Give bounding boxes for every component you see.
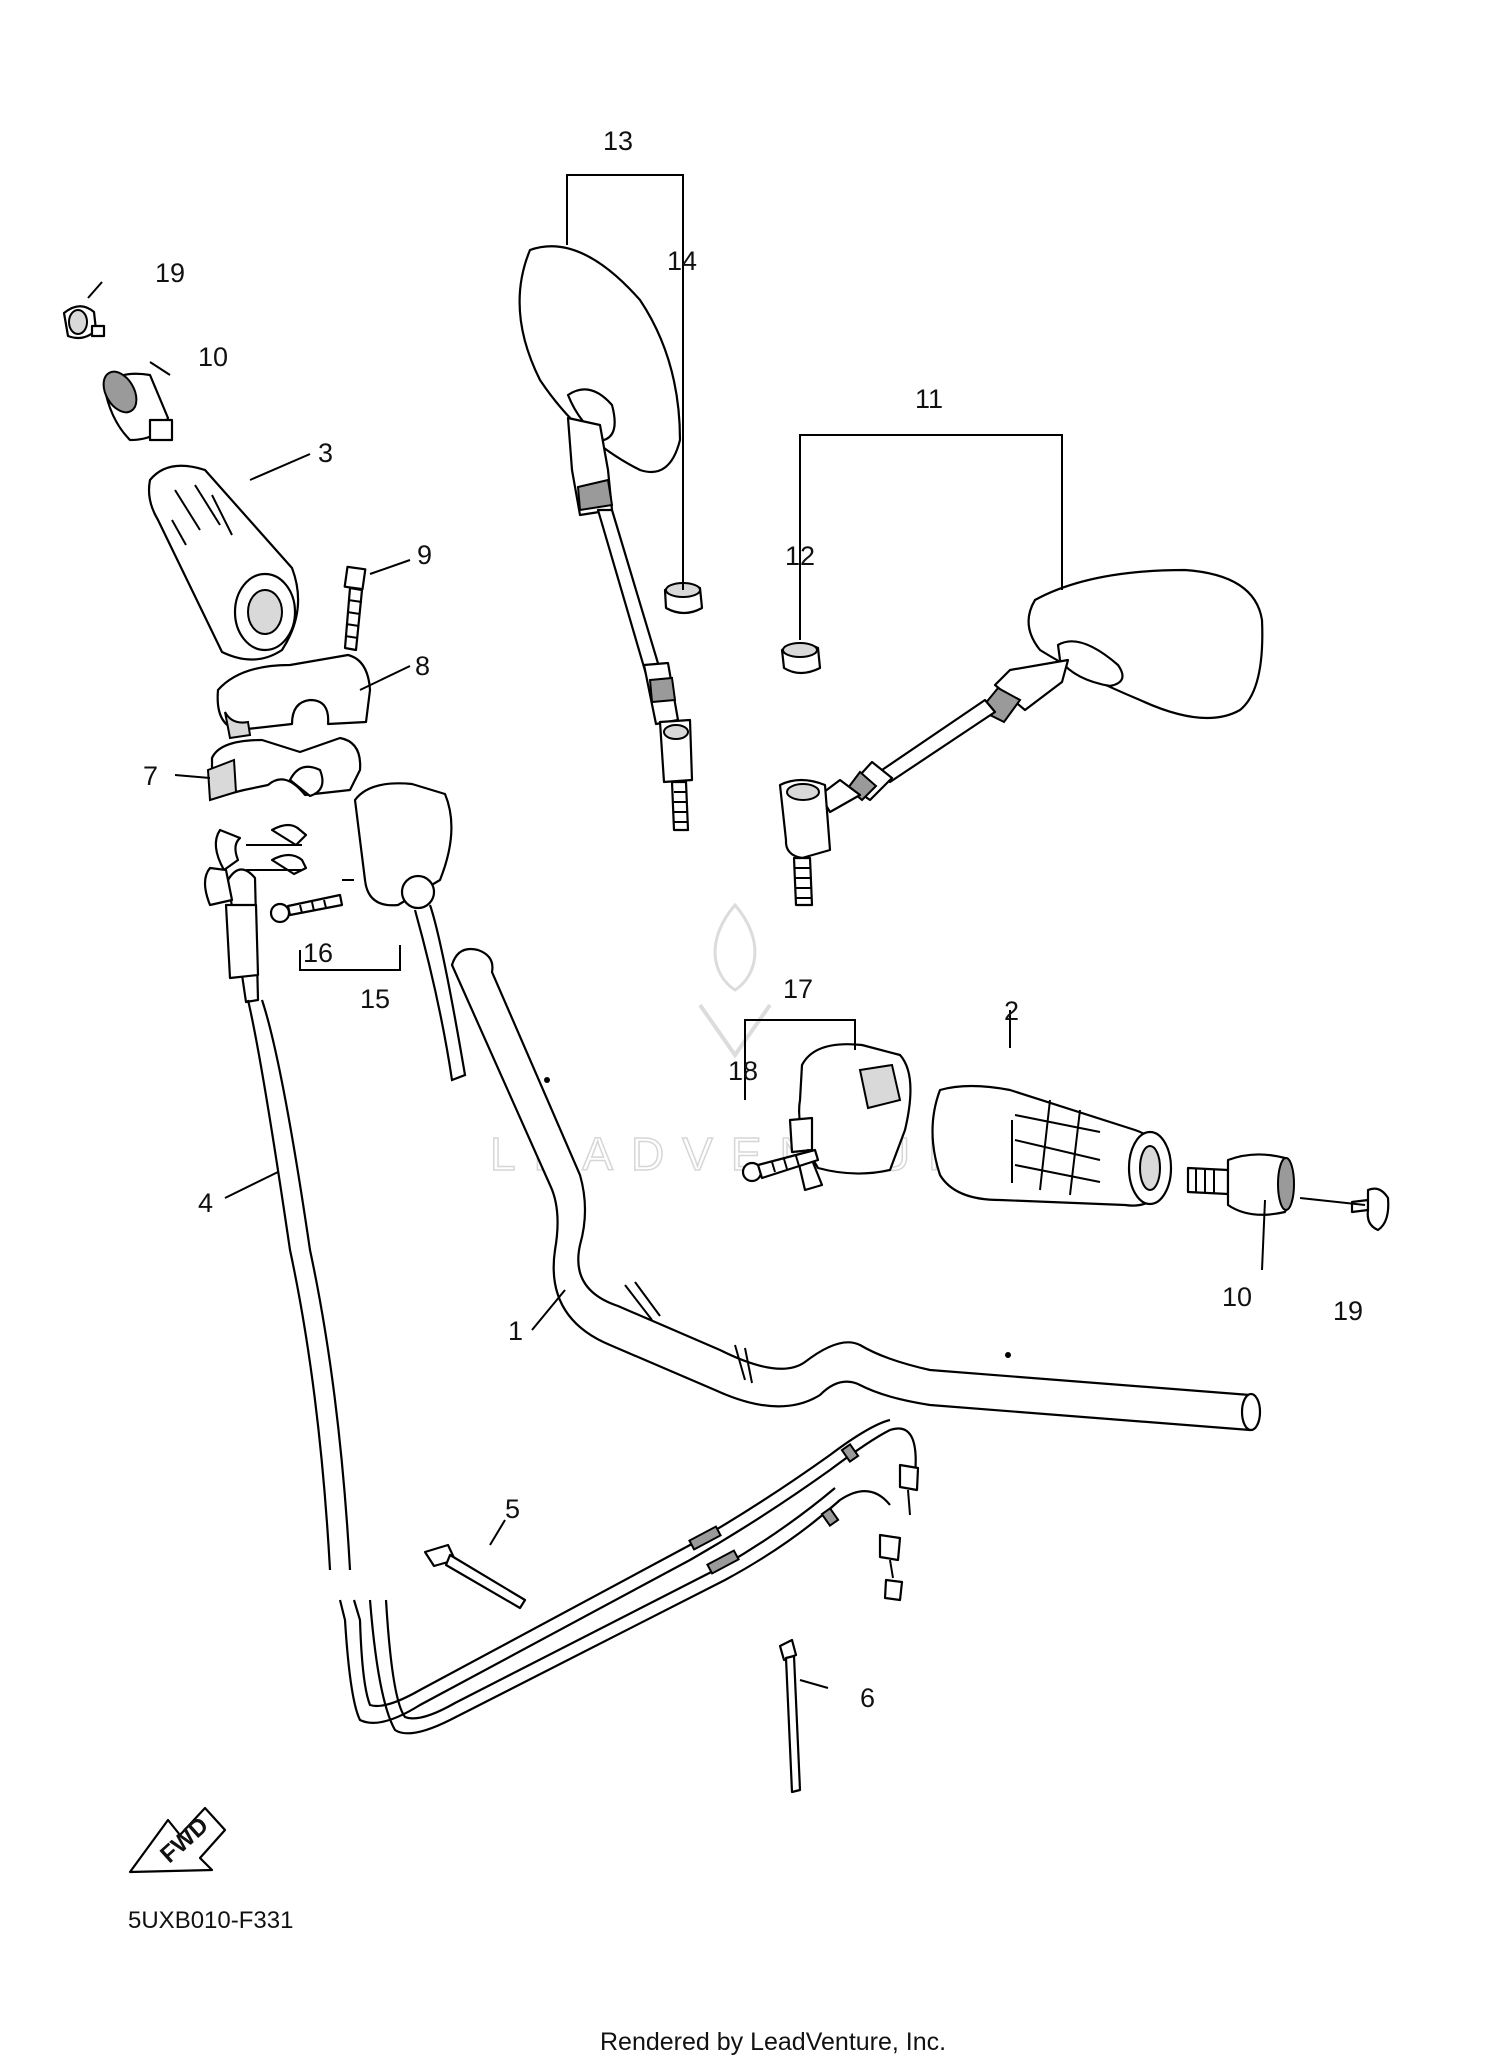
- callout-5: 5: [505, 1494, 520, 1524]
- switch-screw[interactable]: [269, 893, 344, 924]
- diagram-code: 5UXB010-F331: [128, 1907, 293, 1934]
- callout-15: 15: [360, 984, 390, 1014]
- callout-19-right: 19: [1333, 1296, 1363, 1326]
- callout-2: 2: [1004, 996, 1019, 1026]
- left-handlebar-switch[interactable]: [270, 782, 467, 1082]
- callout-11: 11: [915, 384, 943, 414]
- callout-8: 8: [415, 651, 430, 681]
- master-cylinder-clamp[interactable]: [216, 653, 372, 740]
- callout-labels: 1 2 3 4 5 6 7 8 9 10 10 11 12 13 14 15 1…: [143, 126, 1363, 1713]
- left-mirror-cap[interactable]: [663, 582, 704, 615]
- callout-16: 16: [303, 938, 333, 968]
- bar-end-weight-right[interactable]: [1186, 1153, 1295, 1216]
- bar-end-screw-left[interactable]: [62, 305, 106, 340]
- right-switch-screw[interactable]: [741, 1148, 820, 1183]
- callout-13: 13: [603, 126, 633, 156]
- right-mirror-cap[interactable]: [780, 642, 822, 675]
- callout-4: 4: [198, 1188, 213, 1218]
- bar-end-screw-right[interactable]: [1350, 1187, 1390, 1232]
- left-mirror[interactable]: [518, 245, 694, 832]
- clamp-screw[interactable]: [343, 565, 367, 652]
- callout-14: 14: [667, 246, 697, 276]
- callout-18: 18: [728, 1056, 758, 1086]
- callout-3: 3: [318, 438, 333, 468]
- render-credit: Rendered by LeadVenture, Inc.: [600, 2028, 946, 2056]
- callout-12: 12: [785, 541, 815, 571]
- fwd-arrow-icon: FWD: [128, 1806, 227, 1874]
- callout-10-right: 10: [1222, 1282, 1252, 1312]
- left-grip[interactable]: [147, 464, 300, 661]
- callout-1: 1: [508, 1316, 523, 1346]
- handlebar[interactable]: [450, 947, 1262, 1432]
- callout-17: 17: [783, 974, 813, 1004]
- cable-tie[interactable]: [778, 1638, 802, 1794]
- callout-19-top: 19: [155, 258, 185, 288]
- cable-band[interactable]: [423, 1543, 527, 1610]
- brake-hose-fitting[interactable]: [203, 828, 302, 980]
- callout-6: 6: [860, 1683, 875, 1713]
- callout-7: 7: [143, 761, 158, 791]
- callout-10-top: 10: [198, 342, 228, 372]
- leader-lines: [87, 174, 1366, 1689]
- right-grip[interactable]: [931, 1084, 1173, 1207]
- callout-9: 9: [417, 540, 432, 570]
- right-mirror[interactable]: [778, 568, 1264, 907]
- lever-holder[interactable]: [206, 736, 362, 802]
- bar-end-weight-left[interactable]: [97, 366, 174, 442]
